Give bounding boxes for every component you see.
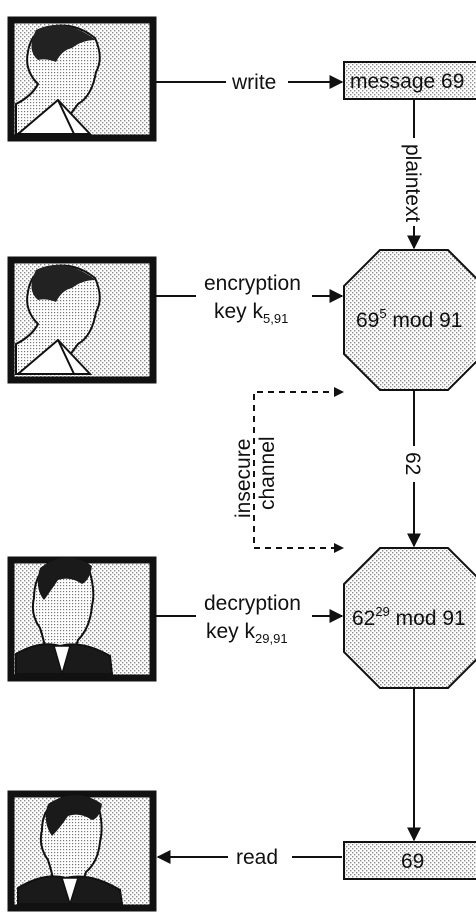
sender-portrait-write xyxy=(7,16,157,142)
person-portrait-icon xyxy=(15,24,101,135)
plaintext-label: plaintext xyxy=(401,144,424,222)
decryption-label: decryption xyxy=(204,592,301,615)
message-box: message 69 xyxy=(343,61,476,100)
insecure-label: insecure xyxy=(232,439,255,518)
result-box-label: 69 xyxy=(401,850,424,873)
person-portrait-icon xyxy=(15,557,114,677)
decryption-key-label: key k29,91 xyxy=(206,620,288,646)
encryption-formula: 695 mod 91 xyxy=(356,306,462,332)
insecure-arrowhead-bottom xyxy=(334,543,344,553)
encryption-node: 695 mod 91 xyxy=(343,249,476,391)
encrypt-base: 69 xyxy=(356,309,379,332)
receiver-portrait-decrypt xyxy=(7,556,157,682)
decrypt-exponent: 29 xyxy=(375,604,389,619)
decrypt-base: 62 xyxy=(352,607,375,630)
decryption-formula: 6229 mod 91 xyxy=(352,604,466,630)
decryption-node: 6229 mod 91 xyxy=(343,547,476,689)
receiver-portrait-read xyxy=(7,790,157,912)
person-portrait-icon xyxy=(15,264,101,375)
result-box: 69 xyxy=(343,841,476,880)
encryption-key-label: key k5,91 xyxy=(214,300,288,326)
encryption-label: encryption xyxy=(204,272,301,295)
message-box-label: message 69 xyxy=(350,70,464,93)
write-label: write xyxy=(231,71,276,94)
encrypt-exponent: 5 xyxy=(379,306,386,321)
person-portrait-icon xyxy=(17,795,124,907)
ciphertext-label: 62 xyxy=(401,452,424,475)
decrypt-rest: mod 91 xyxy=(390,607,466,630)
read-label: read xyxy=(236,846,278,869)
encrypt-rest: mod 91 xyxy=(387,309,463,332)
channel-label: channel xyxy=(256,436,279,510)
sender-portrait-encrypt xyxy=(7,256,157,384)
insecure-arrowhead-top xyxy=(334,387,344,397)
